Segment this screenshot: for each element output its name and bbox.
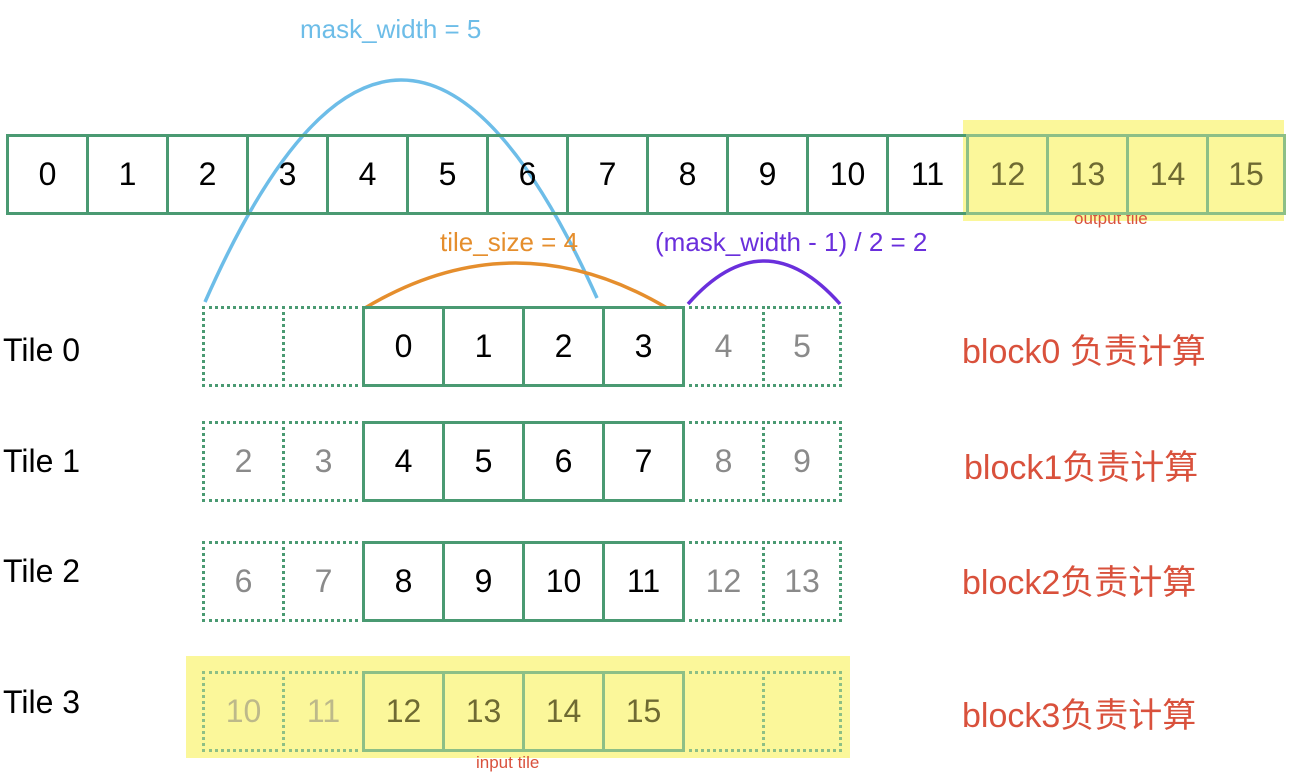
top-cell-8: 8 <box>646 134 729 215</box>
tile-0-cell-1 <box>282 306 365 387</box>
mask-width-label: mask_width = 5 <box>300 14 482 44</box>
tile-3-cell-2: 12 <box>362 671 445 752</box>
tile-2-cell-3: 9 <box>442 541 525 622</box>
tile-3-cell-3: 13 <box>442 671 525 752</box>
input-tile-label: input tile <box>476 753 540 772</box>
tile-2-cell-6: 12 <box>682 541 765 622</box>
block-0-label: block0 负责计算 <box>962 333 1206 371</box>
tile-1-cell-5: 7 <box>602 421 685 502</box>
top-cell-12: 12 <box>966 134 1049 215</box>
tile-1-cell-7: 9 <box>762 421 842 502</box>
block-1-label: block1负责计算 <box>964 449 1199 487</box>
block-3-label: block3负责计算 <box>962 697 1197 735</box>
tile-0-label: Tile 0 <box>3 332 81 368</box>
halo-label: (mask_width - 1) / 2 = 2 <box>655 227 928 257</box>
tile-3-cell-0: 10 <box>202 671 285 752</box>
tile-1-cell-0: 2 <box>202 421 285 502</box>
top-cell-14: 14 <box>1126 134 1209 215</box>
tile-2-cell-7: 13 <box>762 541 842 622</box>
tile-2-label: Tile 2 <box>3 553 81 589</box>
top-cell-0: 0 <box>6 134 89 215</box>
tile-size-arc <box>364 261 668 310</box>
top-cell-6: 6 <box>486 134 569 215</box>
tile-1-cell-6: 8 <box>682 421 765 502</box>
tile-0-cell-7: 5 <box>762 306 842 387</box>
tile-1-label: Tile 1 <box>3 443 81 479</box>
top-cell-2: 2 <box>166 134 249 215</box>
tile-1-cell-4: 6 <box>522 421 605 502</box>
block-2-label: block2负责计算 <box>962 564 1197 602</box>
tile-3-label: Tile 3 <box>3 684 81 720</box>
tile-0-cell-3: 1 <box>442 306 525 387</box>
top-cell-1: 1 <box>86 134 169 215</box>
tile-1-cell-2: 4 <box>362 421 445 502</box>
tile-3-cell-5: 15 <box>602 671 685 752</box>
tile-0-cell-0 <box>202 306 285 387</box>
tile-1-cell-3: 5 <box>442 421 525 502</box>
tile-2-cell-4: 10 <box>522 541 605 622</box>
mask-width-arc <box>203 78 599 303</box>
tile-3-cell-1: 11 <box>282 671 365 752</box>
tile-2-cell-0: 6 <box>202 541 285 622</box>
tile-3-cell-4: 14 <box>522 671 605 752</box>
tile-0-cell-4: 2 <box>522 306 605 387</box>
tile-1-cell-1: 3 <box>282 421 365 502</box>
tile-2-cell-5: 11 <box>602 541 685 622</box>
top-cell-9: 9 <box>726 134 809 215</box>
tile-2-cell-2: 8 <box>362 541 445 622</box>
tile-3-cell-6 <box>682 671 765 752</box>
top-cell-11: 11 <box>886 134 969 215</box>
tile-0-cell-2: 0 <box>362 306 445 387</box>
tile-size-label: tile_size = 4 <box>440 227 579 257</box>
halo-arc <box>686 259 842 306</box>
top-cell-7: 7 <box>566 134 649 215</box>
tile-0-cell-5: 3 <box>602 306 685 387</box>
top-cell-15: 15 <box>1206 134 1286 215</box>
tile-0-cell-6: 4 <box>682 306 765 387</box>
tile-2-cell-1: 7 <box>282 541 365 622</box>
top-cell-3: 3 <box>246 134 329 215</box>
top-cell-13: 13 <box>1046 134 1129 215</box>
tile-3-cell-7 <box>762 671 842 752</box>
top-cell-4: 4 <box>326 134 409 215</box>
top-cell-5: 5 <box>406 134 489 215</box>
top-cell-10: 10 <box>806 134 889 215</box>
